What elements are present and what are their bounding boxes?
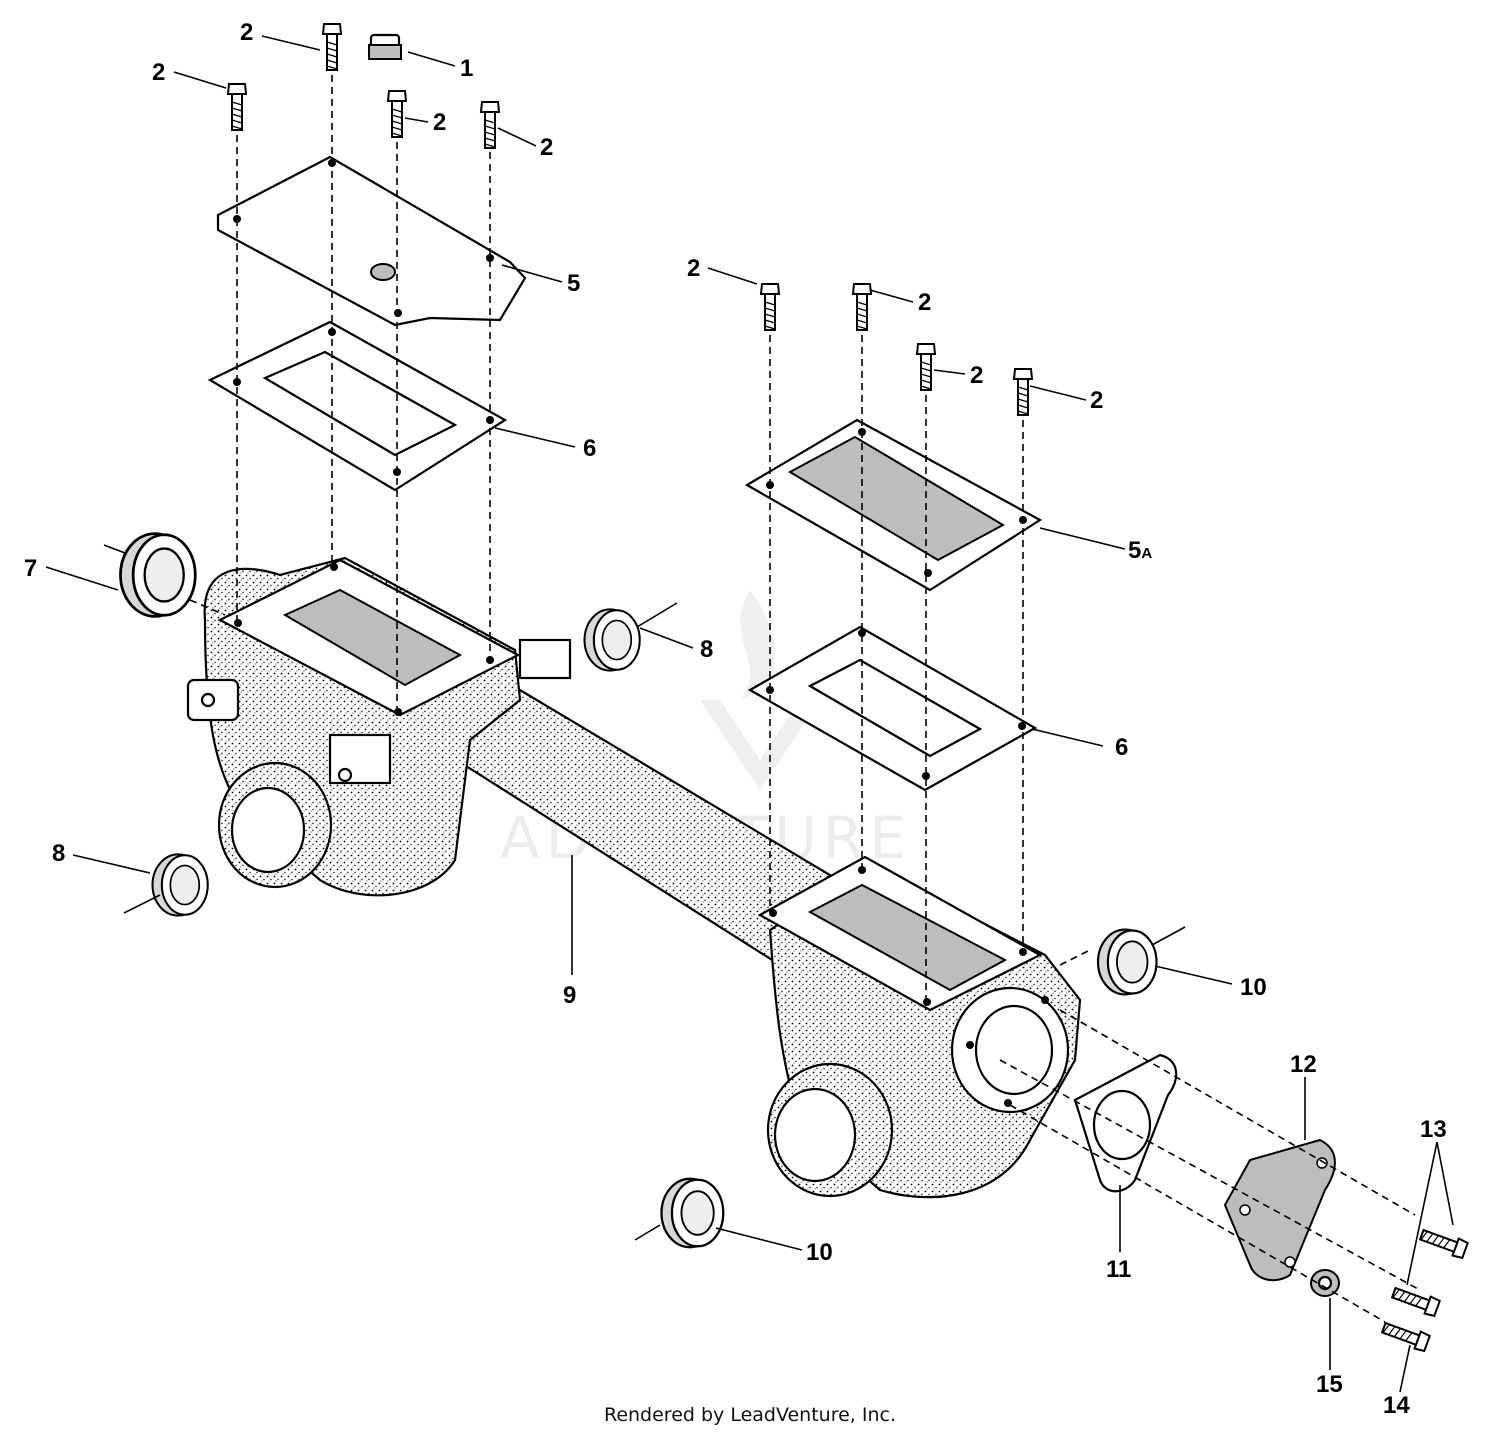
- callout-9: 9: [563, 982, 576, 1009]
- bolt-4: [480, 101, 500, 149]
- callout-5: 5: [567, 270, 580, 297]
- bolt-6: [852, 283, 872, 331]
- bolt-7: [916, 343, 936, 391]
- callout-10-upper: 10: [1240, 974, 1267, 1001]
- callout-1: 1: [460, 55, 473, 82]
- callouts: 2 1 2 2 2 5 6 2 2 2 2 5A 6 7 8 8 9 10 10…: [24, 19, 1447, 1419]
- bearing-10-lower: [660, 1177, 725, 1249]
- footer-credit: Rendered by LeadVenture, Inc.: [603, 1404, 897, 1426]
- callout-8-lower: 8: [52, 840, 65, 867]
- callout-6-left: 6: [583, 435, 596, 462]
- callout-2-g: 2: [970, 362, 983, 389]
- callout-5a-number: 5: [1128, 537, 1141, 564]
- callout-5a-suffix: A: [1141, 545, 1152, 562]
- bearing-cap-holes: [1239, 1157, 1328, 1268]
- cover-plate: [216, 155, 527, 327]
- gasket-right-opening: [807, 658, 983, 758]
- bolt-2: [322, 23, 342, 71]
- callout-11: 11: [1106, 1256, 1131, 1283]
- callout-8-upper: 8: [700, 636, 713, 663]
- callout-12: 12: [1290, 1051, 1317, 1078]
- callout-2-h: 2: [1090, 387, 1103, 414]
- seal-8-lower: [151, 853, 209, 917]
- seal-7: [119, 532, 197, 618]
- flange-gasket-opening: [1092, 1089, 1152, 1161]
- leader-lines: [45, 35, 1454, 1393]
- alignment-lines: [189, 75, 1421, 1323]
- bolt-5: [760, 283, 780, 331]
- callout-2-a: 2: [240, 19, 253, 46]
- cover-plate-fill-hole: [370, 263, 396, 281]
- bolt-1: [227, 83, 247, 131]
- cap-screw-13-lower: [1389, 1283, 1442, 1318]
- callout-10-lower: 10: [806, 1239, 833, 1266]
- cap-screw-14: [1379, 1318, 1432, 1353]
- callout-13: 13: [1420, 1116, 1447, 1143]
- callout-2-d: 2: [540, 134, 553, 161]
- callout-2-c: 2: [433, 109, 446, 136]
- callout-15: 15: [1316, 1371, 1343, 1398]
- bolt-8: [1013, 368, 1033, 416]
- callout-14: 14: [1383, 1392, 1410, 1419]
- callout-6-right: 6: [1115, 734, 1128, 761]
- cover-plate-5a-panel: [787, 435, 1006, 562]
- bolt-3: [387, 90, 407, 138]
- callout-2-e: 2: [687, 255, 700, 282]
- cap-screw-13-upper: [1417, 1225, 1470, 1260]
- callout-2-b: 2: [152, 59, 165, 86]
- gasket-left-opening: [262, 350, 458, 457]
- callout-7: 7: [24, 555, 37, 582]
- seal-8-upper: [583, 608, 641, 672]
- axle-housing: [186, 556, 1082, 1199]
- pipe-plug: [368, 33, 402, 60]
- watermark-logo: [700, 590, 820, 790]
- callout-2-f: 2: [918, 289, 931, 316]
- bearing-10-upper: [1096, 928, 1158, 996]
- callout-5a: 5A: [1128, 537, 1152, 564]
